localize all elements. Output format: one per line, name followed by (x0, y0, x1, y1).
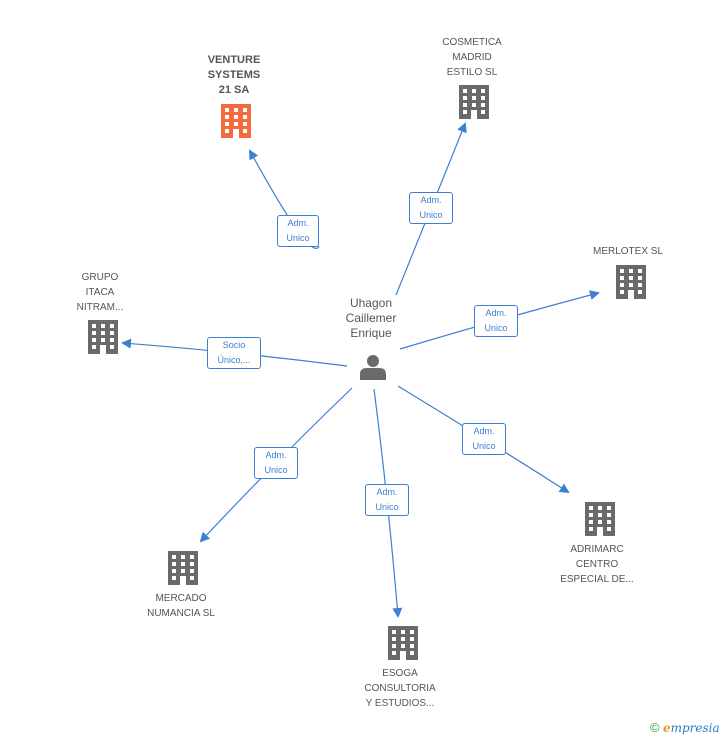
building-icon[interactable] (221, 104, 251, 138)
company-label-line: ADRIMARC (570, 544, 624, 555)
relation-label-line: Unico (286, 233, 310, 243)
company-label-line: NUMANCIA SL (147, 608, 215, 619)
company-label-line: MERLOTEX SL (592, 246, 664, 257)
building-icon[interactable] (459, 85, 489, 119)
company-label-adrimarc[interactable]: ADRIMARC CENTRO ESPECIAL DE... (537, 542, 657, 587)
brand-watermark[interactable]: © empresia (650, 720, 720, 735)
company-label-line: CENTRO (575, 559, 619, 570)
relation-label-line: Adm. (485, 308, 507, 318)
company-label-line: ITACA (85, 287, 115, 298)
brand-name: empresia (663, 721, 720, 735)
nodes (88, 85, 646, 660)
company-label-line: MERCADO (155, 593, 207, 604)
company-label-line: NITRAM... (76, 302, 124, 313)
relation-label-line: Unico (472, 441, 496, 451)
company-label-line: MADRID (452, 52, 492, 63)
company-label-line: SYSTEMS (207, 69, 261, 81)
relation-label-mercado[interactable]: Adm. Unico (254, 447, 298, 479)
company-label-line: COSMETICA (442, 37, 502, 48)
relation-label-line: Unico (419, 210, 443, 220)
brand-name-first: e (662, 721, 671, 735)
relation-label-esoga[interactable]: Adm. Unico (365, 484, 409, 516)
relation-label-line: Adm. (376, 487, 398, 497)
relation-label-line: Unico (484, 323, 508, 333)
company-label-line: GRUPO (81, 272, 119, 283)
building-icon[interactable] (585, 502, 615, 536)
company-label-line: ESOGA (382, 668, 418, 679)
building-icon[interactable] (88, 320, 118, 354)
company-label-line: ESPECIAL DE... (560, 574, 634, 585)
edges (121, 122, 600, 618)
relation-label-adrimarc[interactable]: Adm. Unico (462, 423, 506, 455)
company-label-mercado[interactable]: MERCADO NUMANCIA SL (121, 591, 241, 621)
copyright-symbol: © (650, 720, 660, 735)
relation-label-cosmetica[interactable]: Adm. Unico (409, 192, 453, 224)
person-label-line: Uhagon (349, 296, 393, 310)
company-label-line: CONSULTORIA (364, 683, 436, 694)
person-label-line: Caillemer (345, 311, 397, 325)
relation-label-line: Socio (222, 340, 246, 350)
relation-label-line: Adm. (287, 218, 309, 228)
relation-label-venture[interactable]: Adm. Unico (277, 215, 319, 247)
relation-label-merlotex[interactable]: Adm. Unico (474, 305, 518, 337)
relation-label-line: Adm. (420, 195, 442, 205)
company-label-line: ESTILO SL (446, 67, 498, 78)
company-label-line: VENTURE (207, 54, 261, 66)
person-label-line: Enrique (350, 326, 392, 340)
building-icon[interactable] (388, 626, 418, 660)
person-icon[interactable] (360, 355, 386, 380)
company-label-cosmetica[interactable]: COSMETICA MADRID ESTILO SL (412, 35, 532, 80)
company-label-esoga[interactable]: ESOGA CONSULTORIA Y ESTUDIOS... (340, 666, 460, 711)
building-icon[interactable] (616, 265, 646, 299)
brand-name-rest: mpresia (670, 721, 720, 735)
relation-label-line: Adm. (265, 450, 287, 460)
company-label-grupo[interactable]: GRUPO ITACA NITRAM... (40, 270, 160, 315)
company-label-line: Y ESTUDIOS... (365, 698, 435, 709)
relation-label-line: Único,... (217, 355, 251, 365)
relation-label-line: Adm. (473, 426, 495, 436)
building-icon[interactable] (168, 551, 198, 585)
relation-label-line: Unico (264, 465, 288, 475)
company-label-venture[interactable]: VENTURE SYSTEMS 21 SA (174, 53, 294, 98)
company-label-line: 21 SA (218, 84, 250, 96)
relation-label-line: Unico (375, 502, 399, 512)
company-label-merlotex[interactable]: MERLOTEX SL (568, 244, 688, 259)
